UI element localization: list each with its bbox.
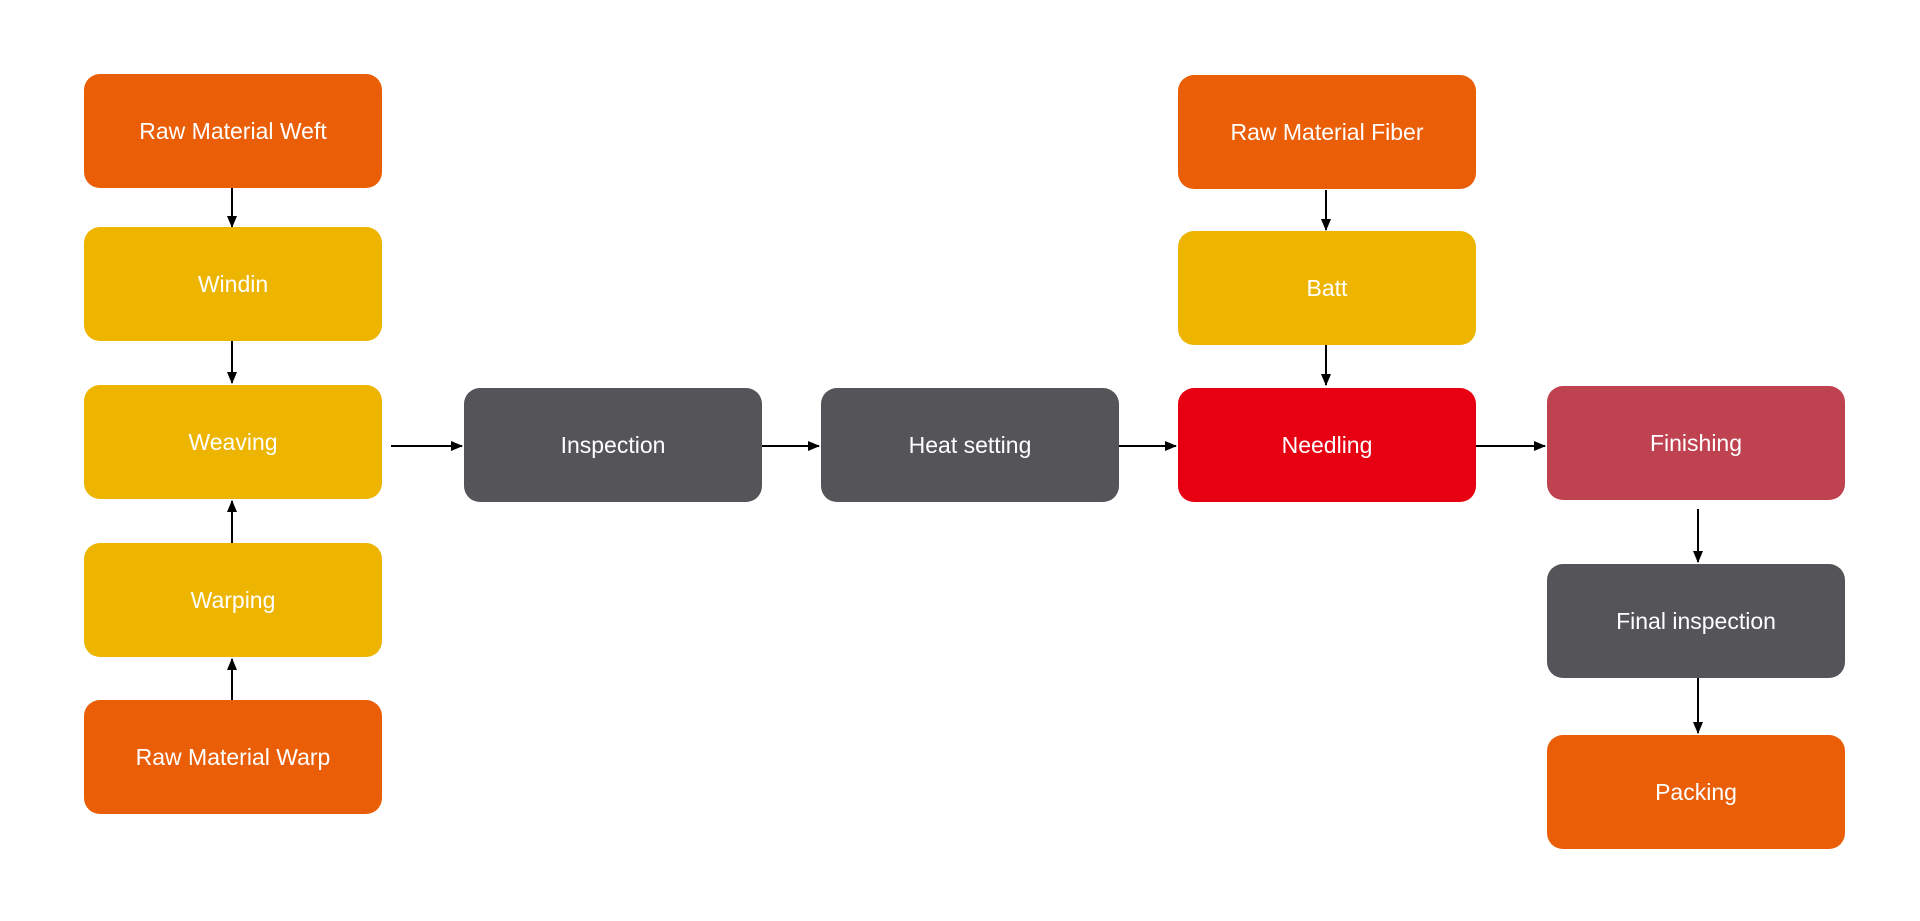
node-label: Inspection bbox=[560, 431, 666, 458]
node-weaving: Weaving bbox=[84, 385, 382, 499]
node-label: Packing bbox=[1655, 778, 1737, 805]
node-label: Finishing bbox=[1649, 429, 1743, 456]
node-label: Raw Material Warp bbox=[135, 743, 331, 770]
node-raw-material-weft: Raw Material Weft bbox=[84, 74, 382, 188]
node-windin: Windin bbox=[84, 227, 382, 341]
node-needling: Needling bbox=[1178, 388, 1476, 502]
node-heat-setting: Heat setting bbox=[821, 388, 1119, 502]
node-final-inspection: Final inspection bbox=[1547, 564, 1845, 678]
node-label: Batt bbox=[1306, 274, 1348, 301]
node-raw-material-warp: Raw Material Warp bbox=[84, 700, 382, 814]
node-packing: Packing bbox=[1547, 735, 1845, 849]
node-label: Final inspection bbox=[1616, 607, 1776, 634]
node-finishing: Finishing bbox=[1547, 386, 1845, 500]
node-inspection: Inspection bbox=[464, 388, 762, 502]
node-label: Needling bbox=[1281, 431, 1373, 458]
node-label: Raw Material Weft bbox=[139, 117, 327, 144]
node-label: Weaving bbox=[188, 428, 278, 455]
node-raw-material-fiber: Raw Material Fiber bbox=[1178, 75, 1476, 189]
node-label: Windin bbox=[197, 270, 269, 297]
node-label: Heat setting bbox=[908, 431, 1032, 458]
node-label: Raw Material Fiber bbox=[1230, 118, 1424, 145]
node-warping: Warping bbox=[84, 543, 382, 657]
node-label: Warping bbox=[190, 586, 276, 613]
node-batt: Batt bbox=[1178, 231, 1476, 345]
